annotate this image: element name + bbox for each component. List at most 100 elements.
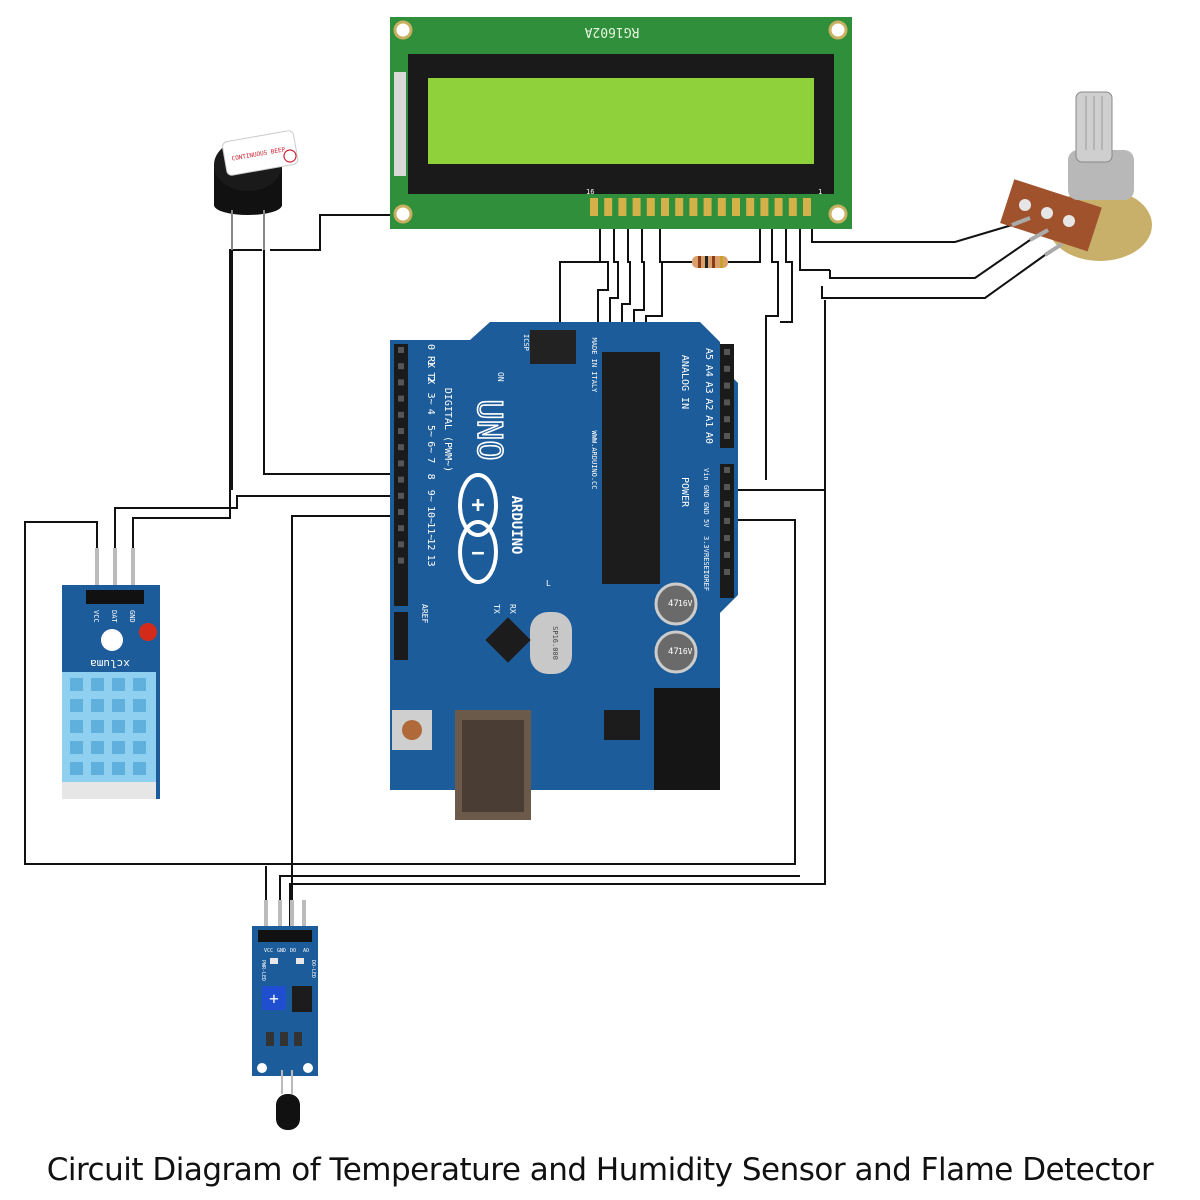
flame-pwr-led-label: PWR-LED: [260, 960, 266, 981]
power-jack: [654, 688, 720, 790]
analog-pin-hole: [724, 399, 730, 406]
dht-pin-labels: VCC DAT GND: [92, 610, 136, 623]
analog-pin-hole: [724, 382, 730, 389]
dht-vent-slot: [91, 720, 104, 733]
buzzer-sticker: [222, 130, 299, 176]
lcd-pin: [732, 198, 740, 216]
lcd-screen: [428, 78, 814, 164]
potentiometer: [1000, 91, 1152, 261]
flame-mount-hole: [257, 1063, 267, 1073]
analog-pin-label: A5: [703, 348, 714, 360]
digital-pin-label: 4: [425, 409, 436, 415]
digital-pin-label: 12: [425, 538, 436, 550]
digital-pin-label: 1 TX: [425, 360, 436, 384]
lcd-pin: [774, 198, 783, 216]
wire-5v-rail: [24, 519, 796, 865]
digital-pin-hole: [398, 379, 404, 386]
pot-terminal: [1063, 215, 1075, 227]
power-pin-hole: [724, 501, 730, 507]
dht-pin-label: GND: [128, 610, 136, 623]
flame-led: [270, 958, 278, 964]
dht-vent-slot: [133, 762, 146, 775]
digital-pin-label: 7: [425, 457, 436, 463]
flame-resistor: [294, 1032, 302, 1046]
digital-pin-hole: [398, 411, 404, 418]
icsp-header: [530, 330, 576, 364]
digital-pin-hole: [398, 525, 404, 532]
capacitor-voltage: 16V: [678, 599, 693, 608]
power-pin-label: Vin: [702, 468, 710, 481]
analog-pin-hole: [724, 416, 730, 423]
digital-pin-label: 13: [425, 555, 436, 567]
lcd-pin: [590, 198, 598, 216]
digital-pin-hole: [398, 476, 404, 483]
analog-pin-label: A0: [703, 432, 714, 444]
dht-vent-slot: [133, 678, 146, 691]
pot-terminal: [1019, 199, 1031, 211]
power-pin-hole: [724, 552, 730, 558]
digital-pin-label: 0 RX: [425, 344, 436, 368]
dht-vent-slot: [70, 678, 83, 691]
resistor-band: [705, 256, 708, 268]
dht-vent-grid: [70, 678, 146, 775]
digital-pin-hole: [398, 428, 404, 434]
digital-pin-hole: [398, 395, 404, 402]
capacitor: [654, 630, 698, 674]
dht-vent-slot: [112, 720, 125, 733]
tx-label: TX: [492, 604, 501, 614]
dht-header: [86, 590, 144, 604]
analog-pin-label: A4: [703, 365, 714, 377]
lcd-pin: [689, 198, 698, 216]
flame-resistor: [266, 1032, 274, 1046]
trimpot-cross: +: [269, 989, 279, 1008]
lcd-mount-hole: [828, 204, 848, 224]
l-label: L: [546, 579, 551, 588]
dht-pin-label: DAT: [110, 610, 118, 623]
dht-vent-slot: [133, 720, 146, 733]
power-pin-label: 5V: [702, 519, 710, 528]
digital-label: DIGITAL (PWM~): [442, 388, 453, 472]
dht-sensor-module: xcluma VCC DAT GND: [62, 548, 160, 799]
digital-pin-hole: [398, 444, 404, 451]
flame-pin-label: VCC: [264, 948, 273, 954]
arduino-uno-board: 47 16V 47 16V SP16.000 + − UNO ARDUINO D…: [390, 322, 738, 820]
digital-pin-label: 9~: [425, 490, 436, 502]
dht-vent-slot: [112, 762, 125, 775]
digital-pin-label: 2: [425, 376, 436, 382]
digital-pin-hole: [398, 509, 404, 515]
power-pin-hole: [724, 467, 730, 473]
power-pin-hole: [724, 535, 730, 541]
pot-pin: [1043, 242, 1064, 257]
lcd-pin: [675, 198, 684, 216]
flame-do-led-label: DO-LED: [310, 960, 316, 978]
flame-resistor: [280, 1032, 288, 1046]
digital-pin-hole: [398, 541, 404, 548]
capacitor-value: 47: [668, 599, 679, 609]
buzzer-bottom: [214, 195, 282, 215]
digital-pin-hole: [398, 363, 404, 370]
lcd-side-panel: [394, 72, 406, 176]
analog-label: ANALOG IN: [679, 355, 690, 409]
wire-buzzer-neg: [263, 210, 412, 475]
dht-brand: xcluma: [90, 657, 130, 670]
lcd-mount-hole: [828, 20, 848, 40]
pot-pin: [1029, 228, 1049, 242]
dht-vent-slot: [70, 720, 83, 733]
lcd-pin: [760, 198, 769, 216]
dht-vent-slot: [91, 699, 104, 712]
digital-pin-label: 11~: [425, 522, 436, 540]
power-pin-label: GND: [702, 485, 710, 498]
power-pin-hole: [724, 518, 730, 524]
flame-pin-label: AO: [303, 948, 309, 954]
flame-led: [296, 958, 304, 964]
dht-pin-label: VCC: [92, 610, 100, 623]
lcd-model-label: RG1602A: [584, 24, 639, 39]
wire-flame-do: [291, 515, 412, 930]
dht-led: [139, 623, 157, 641]
analog-pin-label: A2: [703, 398, 714, 410]
on-label: ON: [496, 372, 505, 382]
